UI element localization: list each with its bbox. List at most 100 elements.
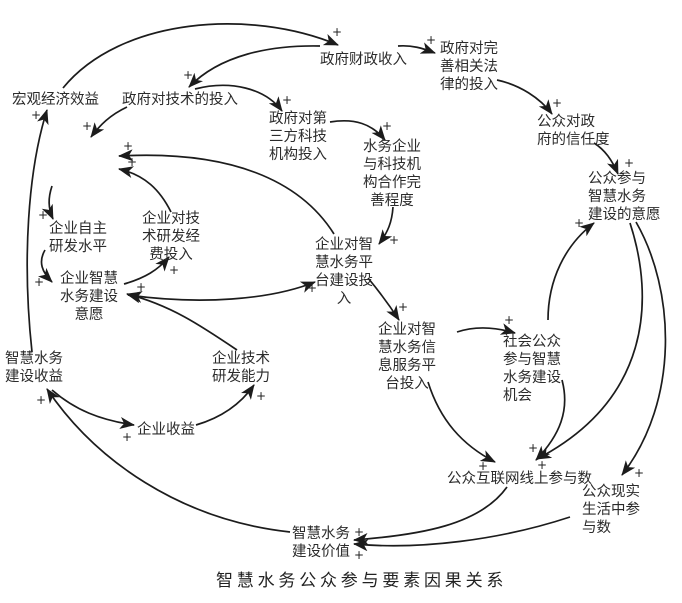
node-label: 术研发经 <box>142 229 200 245</box>
node-label: 构合作完 <box>363 175 421 191</box>
node-label: 企业技术 <box>212 351 270 367</box>
node-construction-value: 智慧水务 建设价值 <box>292 525 350 561</box>
polarity-marker: + <box>34 275 45 289</box>
node-online-participants: 公众互联网线上参与数 <box>447 470 592 488</box>
polarity-marker: + <box>256 389 267 403</box>
node-label: 机构投入 <box>269 147 327 163</box>
polarity-marker: + <box>38 208 49 222</box>
polarity-marker: + <box>389 233 400 247</box>
node-label: 企业对技 <box>142 211 200 227</box>
node-label: 政府对技术的投入 <box>122 92 238 108</box>
link-unlabeled-to-rd-level <box>41 185 54 220</box>
node-label: 企业智慧 <box>60 271 118 287</box>
node-label: 费投入 <box>149 247 193 263</box>
node-enterprise-rd-funding: 企业对技 术研发经 费投入 <box>142 210 200 264</box>
polarity-marker: + <box>354 525 365 539</box>
link-opportunity-to-public-willingness <box>547 222 595 321</box>
node-label: 企业对智 <box>315 237 373 253</box>
polarity-marker: + <box>183 68 194 82</box>
node-label: 生活中参 <box>582 502 640 518</box>
polarity-marker: + <box>354 548 365 562</box>
polarity-marker: + <box>382 119 393 133</box>
node-public-willingness: 公众参与 智慧水务 建设的意愿 <box>588 170 661 224</box>
node-gov-law-investment: 政府对完 善相关法 律的投入 <box>440 40 498 94</box>
link-revenue-to-gov-tech <box>188 45 321 88</box>
link-macro-to-revenue <box>62 23 339 89</box>
polarity-marker: + <box>478 459 489 473</box>
link-income-to-rd-capability <box>195 384 255 426</box>
node-label: 府的信任度 <box>537 132 610 148</box>
node-label: 企业自主 <box>49 221 107 237</box>
node-label: 参与智慧 <box>503 352 561 368</box>
node-label: 建设的意愿 <box>588 207 661 223</box>
link-info-service-to-online <box>427 381 496 463</box>
polarity-marker: + <box>537 458 548 472</box>
polarity-marker: + <box>36 393 47 407</box>
link-platform-to-info-service <box>367 277 400 321</box>
node-label: 善程度 <box>370 193 414 209</box>
polarity-marker: + <box>332 25 343 39</box>
node-label: 政府对第 <box>269 111 327 127</box>
node-gov-fiscal-revenue: 政府财政收入 <box>320 51 407 69</box>
node-label: 政府财政收入 <box>320 52 407 68</box>
node-label: 水务建设 <box>503 370 561 386</box>
polarity-marker: + <box>31 108 42 122</box>
node-label: 社会公众 <box>503 334 561 350</box>
polarity-marker: + <box>127 155 138 169</box>
link-value-to-benefit <box>46 388 291 533</box>
node-enterprise-willingness: 企业智慧 水务建设 意愿 <box>60 270 118 324</box>
link-coop-to-platform <box>378 206 394 245</box>
polarity-marker: + <box>169 263 180 277</box>
link-benefit-to-macro <box>26 109 49 353</box>
node-label: 公众互联网线上参与数 <box>447 471 592 487</box>
link-rd-fund-to-unlabeled <box>118 166 172 213</box>
node-label: 政府对完 <box>440 41 498 57</box>
polarity-marker: + <box>574 216 585 230</box>
node-label: 善相关法 <box>440 59 498 75</box>
diagram-title: 智慧水务公众参与要素因果关系 <box>216 571 508 591</box>
link-info-service-to-opportunity <box>456 323 516 335</box>
polarity-marker: + <box>82 119 93 133</box>
link-trust-to-public-willingness <box>593 142 619 175</box>
node-label: 宏观经济效益 <box>12 92 99 108</box>
node-enterprise-info-service-investment: 企业对智 慧水务信 息服务平 台投入 <box>378 321 436 393</box>
node-label: 三方科技 <box>269 129 327 145</box>
link-gov-tech-to-third-party <box>194 84 283 112</box>
link-offline-to-value <box>353 516 571 552</box>
node-label: 台投入 <box>385 376 429 392</box>
link-public-willingness-to-online <box>536 222 644 460</box>
node-gov-third-party-investment: 政府对第 三方科技 机构投入 <box>269 110 327 164</box>
link-gov-tech-to-unlabeled <box>90 106 128 138</box>
node-label: 建设收益 <box>5 369 63 385</box>
node-offline-participants: 公众现实 生活中参 与数 <box>582 483 640 537</box>
node-label: 水务建设 <box>60 289 118 305</box>
polarity-marker: + <box>504 313 515 327</box>
node-label: 智慧水务 <box>5 351 63 367</box>
polarity-marker: + <box>398 300 409 314</box>
node-label: 意愿 <box>74 307 104 323</box>
link-public-willingness-to-offline <box>621 221 667 476</box>
node-label: 研发水平 <box>49 239 107 255</box>
node-enterprise-rd-capability: 企业技术 研发能力 <box>212 350 270 386</box>
node-enterprise-platform-investment: 企业对智 慧水务平 台建设投 入 <box>315 236 373 308</box>
polarity-marker: + <box>528 441 539 455</box>
node-enterprise-income: 企业收益 <box>137 421 195 439</box>
node-label: 研发能力 <box>212 369 270 385</box>
polarity-marker: + <box>282 93 293 107</box>
node-label: 台建设投 <box>315 273 373 289</box>
node-cooperation-level: 水务企业 与科技机 构合作完 善程度 <box>363 138 421 210</box>
polarity-marker: + <box>624 156 635 170</box>
node-label: 律的投入 <box>440 77 498 93</box>
link-online-to-value <box>353 486 508 545</box>
link-rd-level-to-ent-willingness <box>37 249 53 283</box>
polarity-marker: + <box>426 33 437 47</box>
polarity-marker: + <box>123 139 134 153</box>
node-macro-economic-benefit: 宏观经济效益 <box>12 91 99 109</box>
node-label: 息服务平 <box>378 358 436 374</box>
node-public-participation-opportunity: 社会公众 参与智慧 水务建设 机会 <box>503 333 561 405</box>
link-law-to-trust <box>496 79 553 115</box>
link-rd-capability-to-ent-willingness <box>126 291 238 351</box>
polarity-marker: + <box>307 281 318 295</box>
